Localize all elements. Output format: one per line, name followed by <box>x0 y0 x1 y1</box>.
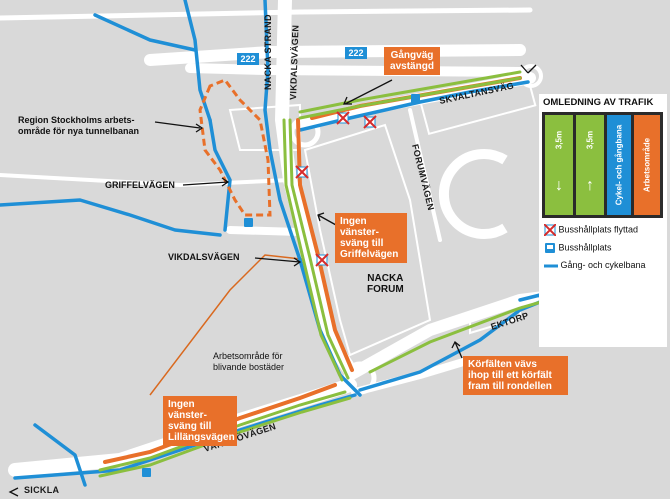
label-vikdalsvagen: VIKDALSVÄGEN <box>168 252 240 262</box>
legend-panel: OMLEDNING AV TRAFIK 3,5m ↓ 3,5m ↑ Cykel-… <box>539 94 667 347</box>
callout-ingen-griffelvagen: Ingen vänster- sväng till Griffelvägen <box>335 213 407 263</box>
road-label-sickla: SICKLA <box>24 485 59 495</box>
road-label-forumvagen: FORUMVÄGEN <box>410 143 436 211</box>
label-arbetsomrade-line-1: Arbetsområde för <box>213 351 283 361</box>
legend-row-bike-path: Gång- och cykelbana <box>544 260 646 270</box>
label-nacka-forum: NACKA FORUM <box>367 273 404 295</box>
callout-korfalten-line-3: fram till rondellen <box>468 381 552 392</box>
callout-gangvag-line-2: avstängd <box>390 61 434 72</box>
callout-korfalten-line-2: ihop till ett körfält <box>468 370 552 381</box>
legend-title: OMLEDNING AV TRAFIK <box>543 97 654 108</box>
bus-stop-moved-icon <box>543 223 557 237</box>
bus-stop-moved-markers <box>295 111 377 267</box>
legend-row-bus-stop: Busshållplats <box>544 242 612 254</box>
arrow-up-icon: ↑ <box>586 177 594 194</box>
callout-gangvag-line-1: Gångväg <box>390 50 434 61</box>
buildings <box>228 70 537 357</box>
road-label-vikdalsvagen-vertical: VIKDALSVÄGEN <box>288 25 301 100</box>
lane-diagram: 3,5m ↓ 3,5m ↑ Cykel- och gångbana Arbets… <box>542 112 663 218</box>
callout-gangvag-avstangd: Gångväg avstängd <box>384 47 440 75</box>
lane-4-label: Arbetsområde <box>642 137 652 193</box>
nacka-forum-building <box>303 123 432 357</box>
callout-ingen-lillangsvagen: Ingen vänster- sväng till Lillängsvägen <box>163 396 237 446</box>
legend-bike-path-label: Gång- och cykelbana <box>560 260 646 270</box>
lane-2-width: 3,5m <box>585 130 595 150</box>
callout-griffel-line-1: Ingen vänster- <box>340 216 379 238</box>
callout-lillangs-line-3: Lillängsvägen <box>168 432 235 443</box>
route-222-shield-right: 222 <box>345 47 367 59</box>
lane-1-width: 3,5m <box>554 130 564 150</box>
route-222-left-label: 222 <box>240 54 255 64</box>
legend-row-bus-moved: Busshållplats flyttad <box>543 223 639 237</box>
lane-2: 3,5m ↑ <box>576 115 604 215</box>
bus-stop-markers <box>142 94 420 477</box>
lane-3: Cykel- och gångbana <box>607 115 631 215</box>
label-arbetsomrade-line-2: blivande bostäder <box>213 362 285 372</box>
traffic-lanes <box>98 70 550 478</box>
lane-4: Arbetsområde <box>634 115 660 215</box>
label-region-stockholm-line-2: område för nya tunnelbanan <box>18 126 140 136</box>
callout-lillangs-line-2: sväng till <box>168 421 212 432</box>
lane-1: 3,5m ↓ <box>545 115 573 215</box>
label-nacka-forum-line-1: NACKA <box>367 273 404 284</box>
label-region-stockholm: Region Stockholms arbets- område för nya… <box>18 115 139 137</box>
roundabout-south <box>343 361 377 395</box>
lane-3-label: Cykel- och gångbana <box>614 124 624 206</box>
label-griffelvagen: GRIFFELVÄGEN <box>105 180 175 190</box>
route-222-shield-left: 222 <box>237 53 259 65</box>
label-region-stockholm-line-1: Region Stockholms arbets- <box>18 115 135 125</box>
bike-path-icon <box>544 264 558 268</box>
label-arbetsomrade-bostader: Arbetsområde för blivande bostäder <box>213 351 284 373</box>
legend-bus-stop-label: Busshållplats <box>558 242 612 253</box>
callout-griffel-line-3: Griffelvägen <box>340 249 399 260</box>
arrow-down-icon: ↓ <box>555 177 563 194</box>
road-label-nacka-strand: NACKA STRAND <box>263 14 273 90</box>
callout-lillangs-line-1: Ingen vänster- <box>168 399 207 421</box>
pointer-arrows <box>8 64 554 497</box>
bus-stop-icon <box>545 243 555 253</box>
roundabout-north <box>289 116 321 148</box>
callout-korfalten: Körfälten vävs ihop till ett körfält fra… <box>463 356 568 395</box>
callout-griffel-line-2: sväng till <box>340 238 384 249</box>
tunnel-work-area-outline <box>198 78 272 217</box>
callout-korfalten-line-1: Körfälten vävs <box>468 359 537 370</box>
work-area-outline <box>149 254 311 396</box>
label-nacka-forum-line-2: FORUM <box>367 284 404 295</box>
legend-bus-moved-label: Busshållplats flyttad <box>558 224 639 235</box>
route-222-right-label: 222 <box>348 48 363 58</box>
